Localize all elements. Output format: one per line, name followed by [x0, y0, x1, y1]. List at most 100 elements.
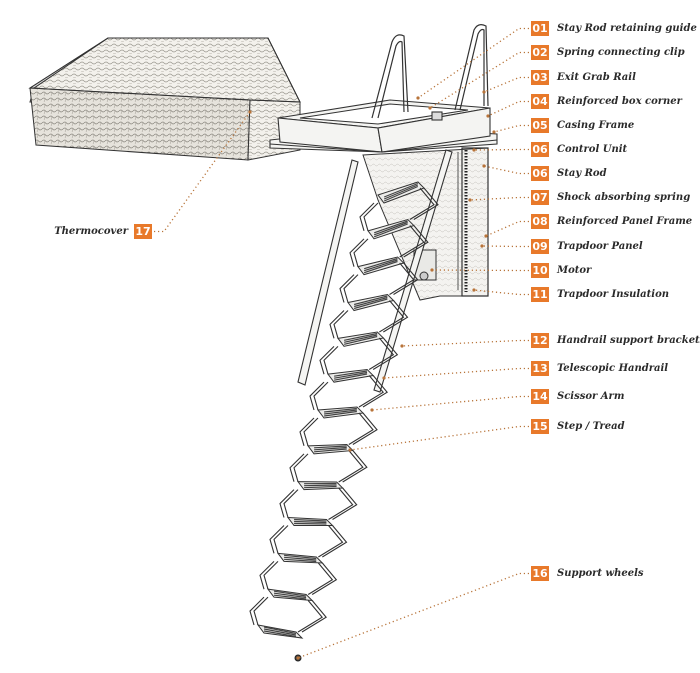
leader-dot [370, 408, 373, 411]
callout-08: 08 Reinforced Panel Frame [531, 214, 692, 229]
callout-06: 06 Control Unit [531, 142, 627, 157]
ladder-tread [348, 295, 394, 311]
callout-number-badge: 02 [531, 45, 549, 60]
callout-label: Trapdoor Panel [557, 241, 643, 252]
callout-number-badge: 07 [531, 190, 549, 205]
callout-number-badge: 16 [531, 566, 549, 581]
ladder-tread [278, 553, 322, 563]
callout-label: Step / Tread [557, 421, 625, 432]
ladder-tread [318, 407, 363, 418]
callout-14: 14 Scissor Arm [531, 389, 624, 404]
callout-10: 10 Motor [531, 263, 591, 278]
callout-02: 02 Spring connecting clip [531, 45, 685, 60]
callout-label: Reinforced box corner [557, 96, 682, 107]
callout-03: 03 Exit Grab Rail [531, 70, 636, 85]
callout-04: 04 Reinforced box corner [531, 94, 682, 109]
leader-dot [484, 234, 487, 237]
callout-13: 13 Telescopic Handrail [531, 361, 668, 376]
leader-dot [400, 344, 403, 347]
leader-dot [248, 110, 251, 113]
callout-number-badge: 12 [531, 333, 549, 348]
leader-line [482, 246, 529, 247]
callout-label: Stay Rod retaining guide [557, 23, 697, 34]
callout-07: 07 Shock absorbing spring [531, 190, 690, 205]
callout-number-badge: 13 [531, 361, 549, 376]
callout-11: 11 Trapdoor Insulation [531, 287, 669, 302]
ladder-tread [308, 445, 353, 454]
leader-dot [348, 448, 351, 451]
callout-09: 09 Trapdoor Panel [531, 239, 643, 254]
callout-number-badge: 08 [531, 214, 549, 229]
callout-number-badge: 14 [531, 389, 549, 404]
callout-label: Trapdoor Insulation [557, 289, 669, 300]
callout-number-badge: 10 [531, 263, 549, 278]
casing-frame-illustration [270, 100, 497, 152]
callout-label: Control Unit [557, 144, 627, 155]
ladder-tread [258, 625, 302, 638]
callout-number-badge: 15 [531, 419, 549, 434]
leader-dot [416, 96, 419, 99]
leader-line [384, 369, 529, 379]
callout-label: Telescopic Handrail [557, 363, 668, 374]
scissor-arm [300, 413, 377, 446]
callout-label: Motor [557, 265, 591, 276]
leader-dot [430, 268, 433, 271]
callout-number-badge: 01 [531, 21, 549, 36]
callout-number-badge: 17 [134, 224, 152, 239]
callout-label: Handrail support brackets [557, 335, 700, 346]
scissor-arm [310, 376, 387, 411]
callout-label: Thermocover [54, 226, 128, 237]
callout-01: 01 Stay Rod retaining guide [531, 21, 697, 36]
leader-line [488, 102, 529, 117]
callout-number-badge: 06 [531, 142, 549, 157]
callout-number-badge: 09 [531, 239, 549, 254]
leader-dot [486, 114, 489, 117]
ladder-tread [268, 589, 312, 600]
leader-line [494, 126, 529, 133]
callout-label: Shock absorbing spring [557, 192, 690, 203]
leader-dot [482, 90, 485, 93]
callout-16: 16 Support wheels [531, 566, 644, 581]
callout-number-badge: 11 [531, 287, 549, 302]
leader-dot [428, 106, 431, 109]
thermocover-illustration [30, 38, 300, 160]
callout-label: Scissor Arm [557, 391, 624, 402]
leader-dot [382, 376, 385, 379]
callout-17: Thermocover 17 [54, 224, 152, 239]
leader-dot [468, 198, 471, 201]
callout-number-badge: 06 [531, 166, 549, 181]
scissor-arm [270, 526, 347, 558]
ladder-tread [328, 370, 373, 383]
leader-line [372, 397, 529, 411]
callout-number-badge: 03 [531, 70, 549, 85]
leader-dot [472, 148, 475, 151]
scissor-ladder-illustration [250, 182, 438, 661]
leader-line [298, 574, 529, 659]
callout-12: 12 Handrail support brackets [531, 333, 700, 348]
ladder-tread [298, 482, 343, 490]
callout-label: Exit Grab Rail [557, 72, 636, 83]
leader-dot [492, 130, 495, 133]
leader-dot [472, 288, 475, 291]
leader-dot [296, 656, 299, 659]
ladder-tread [288, 518, 333, 526]
callout-label: Support wheels [557, 568, 644, 579]
leader-line [484, 78, 529, 93]
leader-dot [482, 164, 485, 167]
ladder-tread [338, 332, 383, 346]
scissor-arm [280, 488, 357, 520]
callout-label: Stay Rod [557, 168, 607, 179]
callout-label: Reinforced Panel Frame [557, 216, 692, 227]
ladder-tread [358, 257, 404, 275]
scissor-arm [290, 451, 367, 483]
callout-label: Spring connecting clip [557, 47, 685, 58]
leader-dot [480, 244, 483, 247]
leader-line [418, 29, 529, 99]
callout-number-badge: 04 [531, 94, 549, 109]
leader-line [486, 222, 529, 237]
callout-number-badge: 05 [531, 118, 549, 133]
leader-line [402, 341, 529, 347]
callout-06-b: 06 Stay Rod [531, 166, 607, 181]
